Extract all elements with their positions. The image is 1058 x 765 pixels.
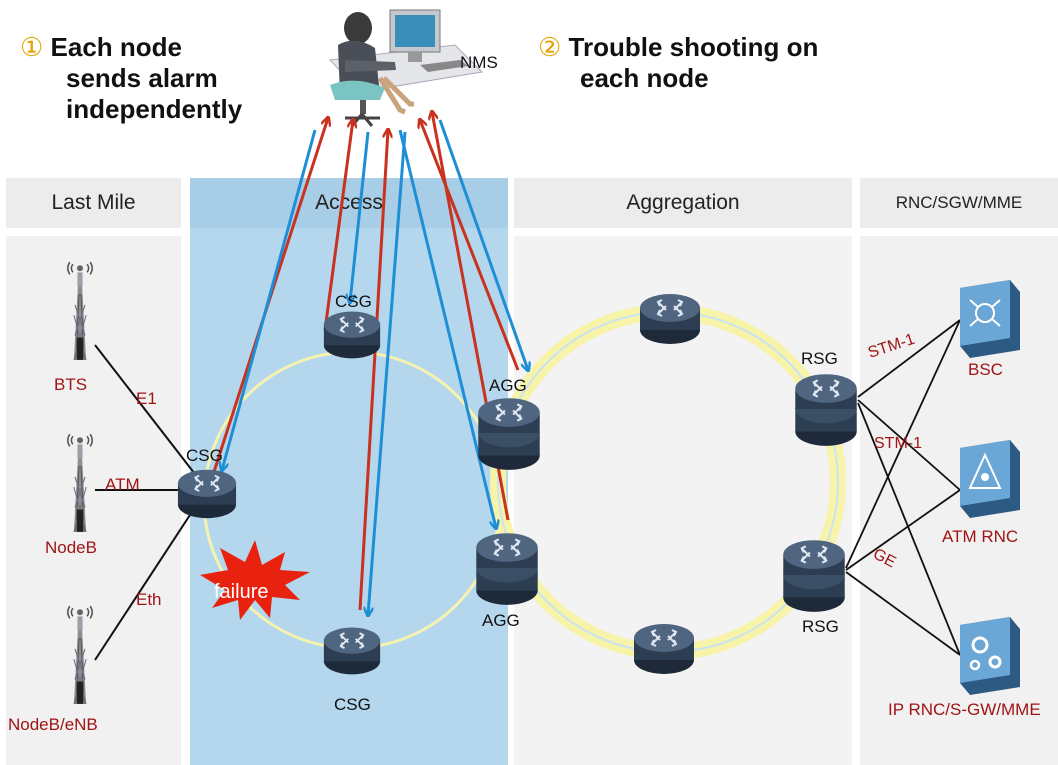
csg-left-label: CSG <box>186 446 223 465</box>
last-mile-panel <box>6 236 181 765</box>
column-header-last-mile: Last Mile <box>6 178 181 228</box>
step-2-line-1: Trouble shooting on <box>568 32 819 62</box>
failure-label: failure <box>214 581 268 603</box>
bsc-label: BSC <box>968 360 1003 379</box>
bsc-icon <box>960 280 1020 358</box>
agg-ring-top-router <box>639 293 701 345</box>
rsg-top-label: RSG <box>801 349 838 368</box>
column-header-aggregation: Aggregation <box>514 178 852 228</box>
bts-label: BTS <box>54 375 87 394</box>
link-e1-label: E1 <box>136 389 157 408</box>
rsg-top-router <box>794 373 858 447</box>
link-atm-label: ATM <box>105 475 140 494</box>
step-1-line-1: Each node <box>50 32 183 62</box>
nms-workstation-icon <box>328 9 484 127</box>
alarm-arrows <box>210 112 520 611</box>
nodeb-label: NodeB <box>45 538 97 557</box>
core-links <box>845 319 961 656</box>
step-1-text: ① Each node sends alarm independently <box>20 32 242 125</box>
link-eth-label: Eth <box>136 590 162 609</box>
command-arrows <box>222 119 528 615</box>
step-1-line-2: sends alarm <box>66 63 218 93</box>
nodeb-enb-label: NodeB/eNB <box>8 715 98 734</box>
csg-bottom-label: CSG <box>334 695 371 714</box>
step-2-number: ② <box>538 32 562 62</box>
agg-ring-bottom-router <box>633 623 695 675</box>
agg-bottom-label: AGG <box>482 611 520 630</box>
step-1-number: ① <box>20 32 44 62</box>
csg-top-label: CSG <box>335 292 372 311</box>
ip-rnc-label: IP RNC/S-GW/MME <box>888 700 1041 719</box>
failure-burst <box>200 540 310 620</box>
rsg-bottom-router <box>782 539 846 613</box>
step-2-text: ② Trouble shooting on each node <box>538 32 818 94</box>
csg-top-router <box>322 310 382 360</box>
bts-tower-icon <box>66 261 94 361</box>
step-2-line-2: each node <box>580 63 709 93</box>
atm-rnc-icon <box>960 440 1020 518</box>
column-header-core: RNC/SGW/MME <box>860 178 1058 228</box>
ip-rnc-icon <box>960 617 1020 695</box>
csg-bottom-router <box>322 626 382 676</box>
agg-top-label: AGG <box>489 376 527 395</box>
column-header-access: Access <box>190 178 508 228</box>
nodeb-tower-icon <box>66 433 94 533</box>
step-1-line-3: independently <box>66 94 243 124</box>
agg-bottom-router <box>475 532 539 606</box>
nms-label: NMS <box>460 53 498 72</box>
atm-rnc-label: ATM RNC <box>942 527 1018 546</box>
nodeb-enb-tower-icon <box>66 605 94 705</box>
rsg-bottom-label: RSG <box>802 617 839 636</box>
csg-left-router <box>176 468 238 520</box>
link-stm1-b-label: STM-1 <box>874 435 922 452</box>
agg-top-router <box>477 397 541 471</box>
